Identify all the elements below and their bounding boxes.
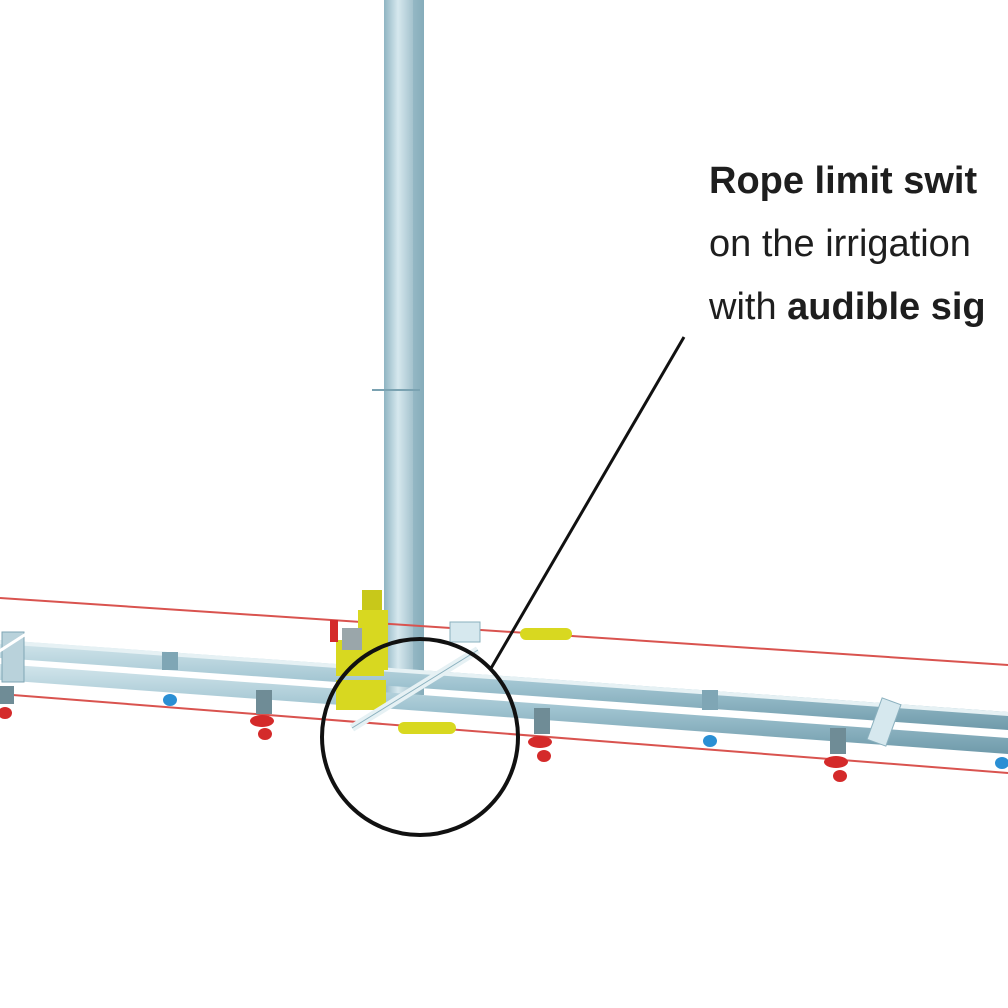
valve-assembly [330, 590, 388, 710]
leader-line [488, 336, 686, 671]
nozzles [0, 652, 1008, 782]
nozzle [250, 690, 274, 740]
callout-line-3: with audible sig [709, 276, 986, 339]
callout-title: Rope limit swit [709, 160, 978, 202]
callout-line-3-prefix: with [709, 286, 788, 328]
nozzle [995, 757, 1008, 769]
pipe-clamp [866, 697, 902, 747]
nozzle [162, 652, 178, 706]
mast [372, 0, 424, 695]
left-end-fitting [0, 631, 27, 683]
nozzle [0, 686, 14, 719]
callout-marker [320, 336, 686, 837]
rope-limit-switch [349, 621, 481, 732]
callout-line-2: on the irrigation [709, 223, 971, 265]
callout-line-3-bold: audible sig [787, 286, 986, 328]
callout-text: Rope limit swit on the irrigation with a… [709, 150, 986, 339]
callout-line-1: Rope limit swit [709, 150, 986, 213]
cable-couplers [398, 628, 572, 734]
nozzle [702, 690, 718, 747]
nozzle [824, 728, 848, 782]
boom-pipes [0, 640, 1008, 754]
nozzle [528, 708, 552, 762]
